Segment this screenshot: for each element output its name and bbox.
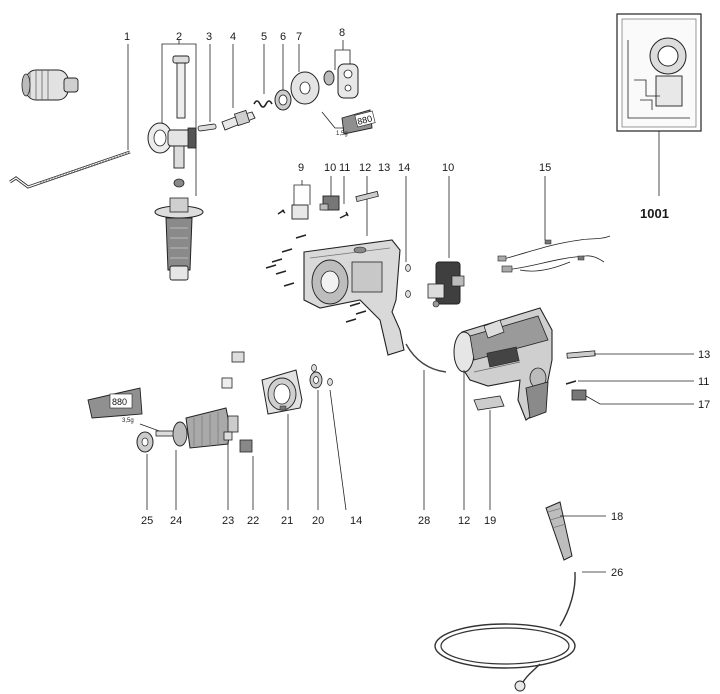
- part-carbon-brushes-22-23: [221, 351, 254, 510]
- grease-tube-top-text: 880: [356, 113, 373, 126]
- housing-screws: [265, 234, 367, 323]
- part-screw-11b: [565, 380, 694, 385]
- part-screw-11: [339, 211, 349, 219]
- label-18: 18: [611, 511, 623, 523]
- part-wire-28: [405, 343, 447, 510]
- part-grease-tube-armature: 880 3,5g: [87, 387, 172, 433]
- part-switch-10: [427, 261, 465, 308]
- part-pins-14: [405, 264, 411, 298]
- part-bearing-plate-8: [323, 63, 359, 99]
- grease-qty-top: 1,5g: [336, 131, 348, 137]
- label-20: 20: [312, 515, 324, 527]
- label-6: 6: [280, 31, 286, 43]
- label-22: 22: [247, 515, 259, 527]
- part-gear-7: [290, 71, 320, 105]
- part-power-cable-26: [434, 571, 606, 692]
- label-14b: 14: [350, 515, 362, 527]
- part-cable-sleeve-18: [545, 501, 606, 561]
- label-11b: 11: [698, 376, 709, 388]
- label-13b: 13: [698, 349, 710, 361]
- part-label-plate-13: [355, 190, 379, 203]
- label-5: 5: [261, 31, 267, 43]
- label-28: 28: [418, 515, 430, 527]
- label-25: 25: [141, 515, 153, 527]
- label-4: 4: [230, 31, 236, 43]
- part-pin-3: [197, 123, 217, 132]
- label-2: 2: [176, 31, 182, 43]
- part-spindle-4: [221, 109, 256, 131]
- label-19: 19: [484, 515, 496, 527]
- label-24: 24: [170, 515, 182, 527]
- part-cable-clamp-17: [571, 389, 694, 405]
- label-12a: 12: [359, 162, 371, 174]
- label-1: 1: [124, 31, 130, 43]
- label-12b: 12: [458, 515, 470, 527]
- part-label-19: [473, 395, 505, 510]
- leader-lines-top: [127, 40, 546, 262]
- part-carbon-holder-10: [319, 195, 340, 211]
- label-7: 7: [296, 31, 302, 43]
- part-bearing-25: [136, 431, 154, 510]
- label-3: 3: [206, 31, 212, 43]
- grease-tube-armature-text: 880: [112, 397, 127, 407]
- grease-tube-top: 880 1,5g: [321, 109, 376, 137]
- label-11a: 11: [339, 162, 350, 174]
- label-17: 17: [698, 399, 710, 411]
- inset-detail-1001: [616, 13, 702, 196]
- callout-labels: 1 2 3 4 5 6 7 8 9 10 11 12 13 14 10 15 1…: [124, 27, 710, 579]
- part-housing-half: [303, 239, 405, 356]
- grease-qty-armature: 3,5g: [122, 418, 134, 424]
- part-bearing-6: [274, 89, 292, 111]
- label-26: 26: [611, 567, 623, 579]
- label-9: 9: [298, 162, 304, 174]
- label-21: 21: [281, 515, 293, 527]
- label-23: 23: [222, 515, 234, 527]
- part-bearing-20: [309, 371, 323, 510]
- label-8: 8: [339, 27, 345, 39]
- part-screws-9: [277, 204, 309, 220]
- label-10a: 10: [324, 162, 336, 174]
- label-13a: 13: [378, 162, 390, 174]
- part-drill-chuck: [21, 69, 79, 101]
- label-15: 15: [539, 162, 551, 174]
- part-field-coil-21: [261, 369, 303, 510]
- part-label-plate-13b: [566, 350, 694, 359]
- label-1001: 1001: [640, 206, 669, 221]
- part-pins-14b: [311, 364, 347, 511]
- part-wiring-15: [497, 235, 611, 273]
- label-14a: 14: [398, 162, 410, 174]
- part-side-handle: [147, 55, 204, 281]
- label-10b: 10: [442, 162, 454, 174]
- part-armature-24: [155, 407, 239, 510]
- part-spring-5: [253, 100, 273, 108]
- part-depth-stop-rod: [9, 150, 131, 189]
